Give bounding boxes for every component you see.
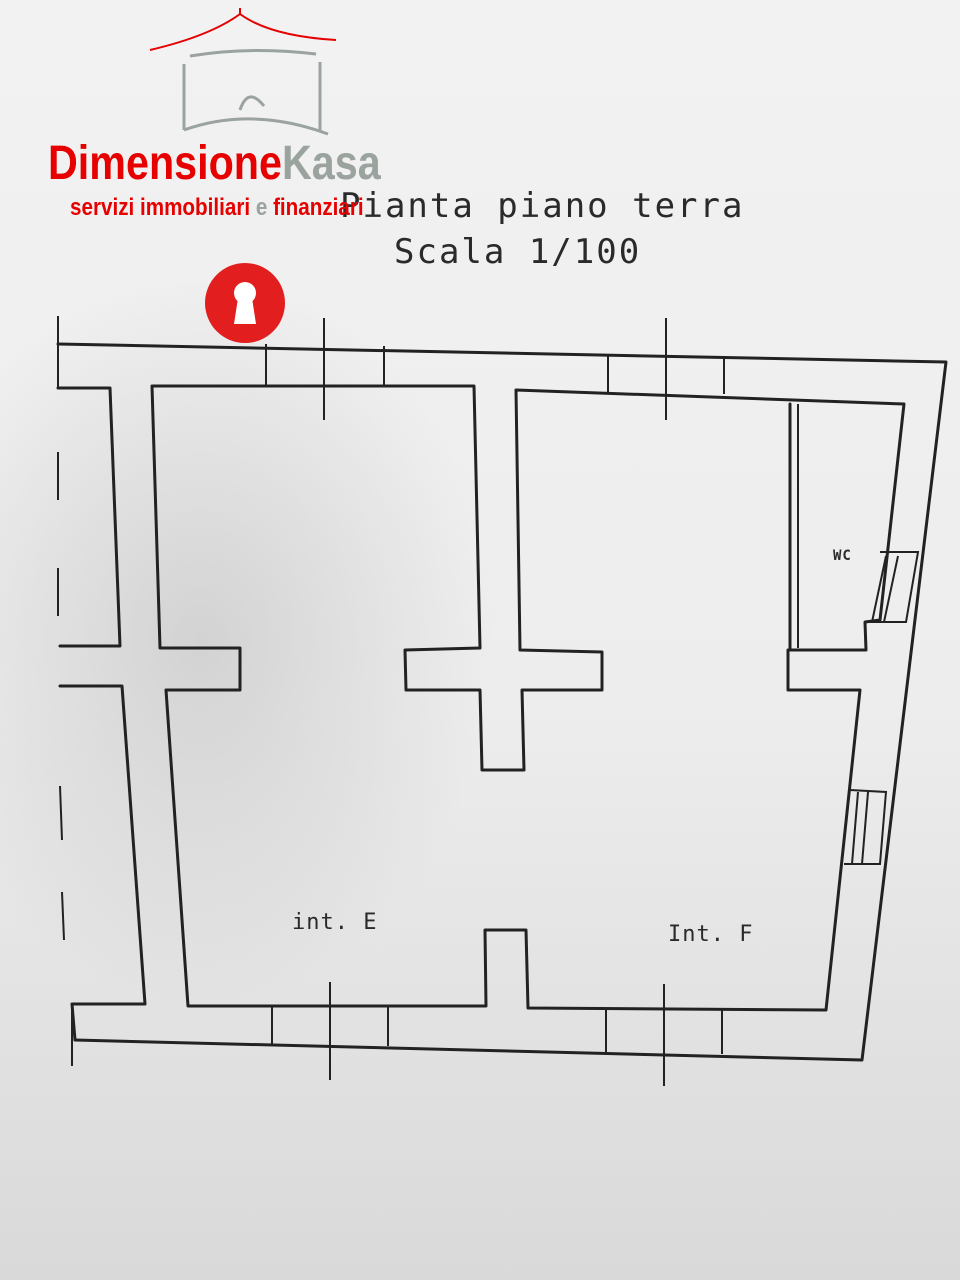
top-window-1 (265, 344, 385, 386)
tagline-part2: e (255, 194, 268, 221)
room-label-f: Int. F (668, 922, 754, 947)
brand-tagline: servizi immobiliari e finanziari (70, 194, 364, 222)
tagline-part1: servizi immobiliari (70, 194, 256, 221)
plan-title: Pianta piano terra (340, 186, 745, 226)
dashed-boundary (57, 452, 65, 941)
wc-window (868, 551, 920, 623)
brand-name: DimensioneKasa (48, 136, 381, 192)
location-pin-icon[interactable] (204, 262, 286, 344)
tagline-part3: finanziari (267, 194, 364, 221)
plan-scale: Scala 1/100 (394, 232, 642, 272)
outer-wall-outer (56, 342, 948, 1062)
bottom-window-1 (271, 1006, 389, 1046)
room-label-e: int. E (292, 910, 378, 935)
outer-wall-inner (56, 386, 122, 648)
brand-part2: Kasa (281, 137, 381, 190)
room-label-wc: WC (833, 548, 852, 564)
axis-ticks (57, 316, 667, 1086)
logo-house-icon (149, 8, 337, 136)
brand-part1: Dimensione (48, 137, 282, 190)
top-window-2 (607, 354, 725, 394)
right-window (844, 789, 888, 865)
room-e-outline (150, 384, 906, 1012)
bottom-window-2 (605, 1008, 723, 1054)
